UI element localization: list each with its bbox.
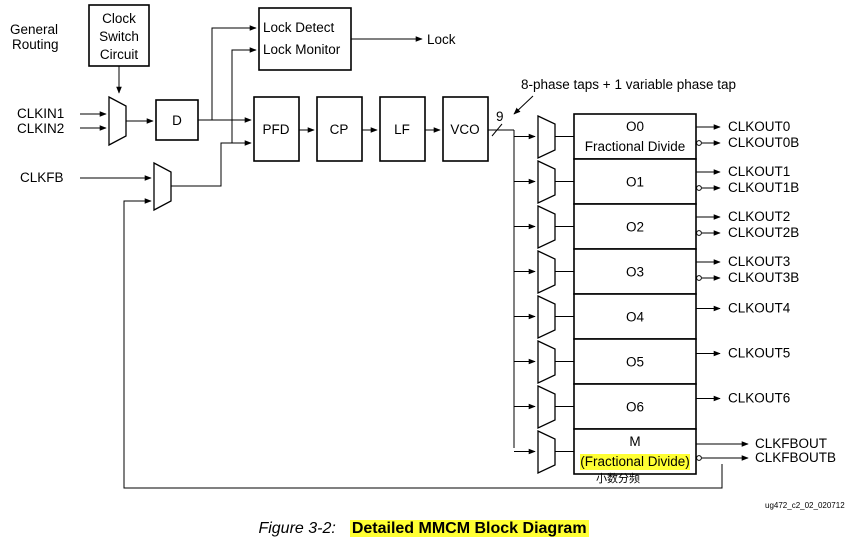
divider-mux-5 xyxy=(537,339,556,385)
divider-name-2: O2 xyxy=(626,220,644,235)
divider-box-4 xyxy=(573,293,697,340)
clock-switch-label-2: Switch xyxy=(99,29,139,44)
divider-name-4: O4 xyxy=(626,310,645,325)
cp-label: CP xyxy=(330,122,349,137)
caption-title: Detailed MMCM Block Diagram xyxy=(349,520,589,537)
cp-block xyxy=(316,96,363,162)
clkfb-label: CLKFB xyxy=(20,170,64,185)
divider-mux-0 xyxy=(537,114,556,160)
d-divider-block xyxy=(155,99,199,141)
divider-mux-3 xyxy=(537,249,556,295)
output-label-0-a: CLKOUT0 xyxy=(728,119,790,134)
divider-mux-7 xyxy=(537,429,556,475)
pfd-label: PFD xyxy=(263,122,290,137)
divider-box-5 xyxy=(573,338,697,385)
divider-mux-4 xyxy=(537,294,556,340)
clkfb-mux xyxy=(153,161,172,212)
general-routing-label: General xyxy=(10,22,58,37)
output-label-3-a: CLKOUT3 xyxy=(728,254,790,269)
output-label-2-b: CLKOUT2B xyxy=(728,225,799,240)
output-label-6: CLKOUT6 xyxy=(728,391,790,406)
divider-box-1 xyxy=(573,158,697,205)
output-label-5: CLKOUT5 xyxy=(728,346,790,361)
caption-number: Figure 3-2: xyxy=(258,520,336,537)
invert-bubble-0 xyxy=(696,140,702,146)
vco-block xyxy=(442,96,489,162)
general-routing-label-2: Routing xyxy=(12,37,59,52)
fractional-annotation: 小数分频 xyxy=(596,471,640,485)
divider-mux-6 xyxy=(537,384,556,430)
lock-detect-block xyxy=(258,7,352,71)
invert-bubble-1 xyxy=(696,185,702,191)
tap-note-label: 8-phase taps + 1 variable phase tap xyxy=(521,77,736,92)
output-label-2-a: CLKOUT2 xyxy=(728,209,790,224)
clkin-mux xyxy=(108,95,127,147)
output-label-7-b: CLKFBOUTB xyxy=(755,450,836,465)
output-label-4: CLKOUT4 xyxy=(728,301,791,316)
divider-name-7: M xyxy=(629,434,640,449)
clock-switch-label-1: Clock xyxy=(102,11,136,26)
output-label-3-b: CLKOUT3B xyxy=(728,270,799,285)
d-label: D xyxy=(172,113,182,128)
lock-monitor-label: Lock Monitor xyxy=(263,42,341,57)
lock-output-label: Lock xyxy=(427,32,456,47)
divider-name-6: O6 xyxy=(626,400,644,415)
lf-block xyxy=(379,96,426,162)
figure-caption: Figure 3-2: Detailed MMCM Block Diagram xyxy=(0,520,847,538)
invert-bubble-7 xyxy=(696,455,702,461)
divider-sub-7: (Fractional Divide) xyxy=(580,454,690,469)
clkin1-label: CLKIN1 xyxy=(17,106,64,121)
divider-mux-2 xyxy=(537,204,556,250)
bus-width-label: 9 xyxy=(496,109,504,124)
output-label-1-b: CLKOUT1B xyxy=(728,180,799,195)
divider-name-0: O0 xyxy=(626,119,644,134)
output-label-7-a: CLKFBOUT xyxy=(755,436,827,451)
lock-detect-label: Lock Detect xyxy=(263,20,335,35)
divider-sub-0: Fractional Divide xyxy=(585,139,686,154)
highlight-box xyxy=(580,454,690,470)
divider-name-3: O3 xyxy=(626,265,644,280)
divider-name-1: O1 xyxy=(626,175,644,190)
invert-bubble-3 xyxy=(696,275,702,281)
divider-mux-1 xyxy=(537,159,556,205)
clkin2-label: CLKIN2 xyxy=(17,121,64,136)
output-label-1-a: CLKOUT1 xyxy=(728,164,790,179)
invert-bubble-2 xyxy=(696,230,702,236)
divider-box-3 xyxy=(573,248,697,295)
clock-switch-label-3: Circuit xyxy=(100,47,139,62)
pfd-block xyxy=(253,96,300,162)
vco-label: VCO xyxy=(450,122,479,137)
divider-name-5: O5 xyxy=(626,355,644,370)
clock-switch-block xyxy=(88,4,150,67)
mmcm-block-diagram: General Routing Clock Switch Circuit CLK… xyxy=(10,4,845,510)
lf-label: LF xyxy=(394,122,410,137)
figure-id: ug472_c2_02_020712 xyxy=(765,501,845,510)
output-label-0-b: CLKOUT0B xyxy=(728,135,799,150)
